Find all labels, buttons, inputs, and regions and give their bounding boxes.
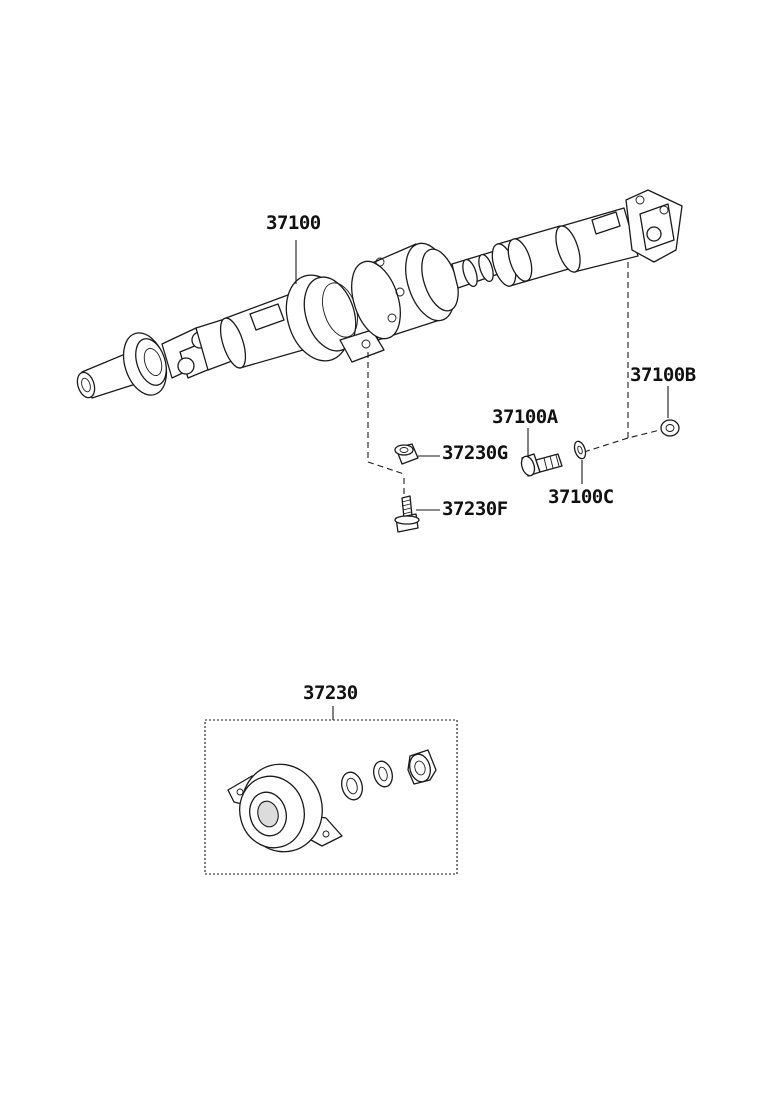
washer-37100c-drawing: [573, 440, 587, 460]
label-washer-c: 37100C: [548, 486, 614, 508]
rear-tube: [491, 207, 639, 287]
center-bearing-assy-drawing: [227, 749, 437, 853]
installation-dashed-lines: [367, 262, 669, 500]
propeller-shaft-drawing: [76, 189, 683, 399]
bolt-37100a-drawing: [520, 453, 563, 477]
rear-shaft-neck: [451, 249, 505, 289]
label-bolt-a: 37100A: [492, 406, 558, 428]
nut-37100b-drawing: [660, 419, 680, 437]
rear-flange-yoke: [625, 189, 683, 263]
label-center-bearing-assy: 37230: [303, 682, 358, 704]
slip-joint-housing: [351, 242, 459, 341]
label-washer-b: 37100B: [630, 364, 696, 386]
label-center-bearing-nut: 37230G: [442, 442, 508, 464]
front-yoke-flange: [122, 332, 168, 396]
assembly-box-37230: [204, 719, 458, 875]
nut-37230g-drawing: [394, 443, 419, 465]
label-center-bearing-bolt: 37230F: [442, 498, 508, 520]
center-bearing-bracket: [339, 329, 385, 363]
center-bearing-ring: [285, 274, 358, 362]
label-propeller-shaft: 37100: [266, 212, 321, 234]
bolt-37230f-drawing: [394, 495, 420, 533]
